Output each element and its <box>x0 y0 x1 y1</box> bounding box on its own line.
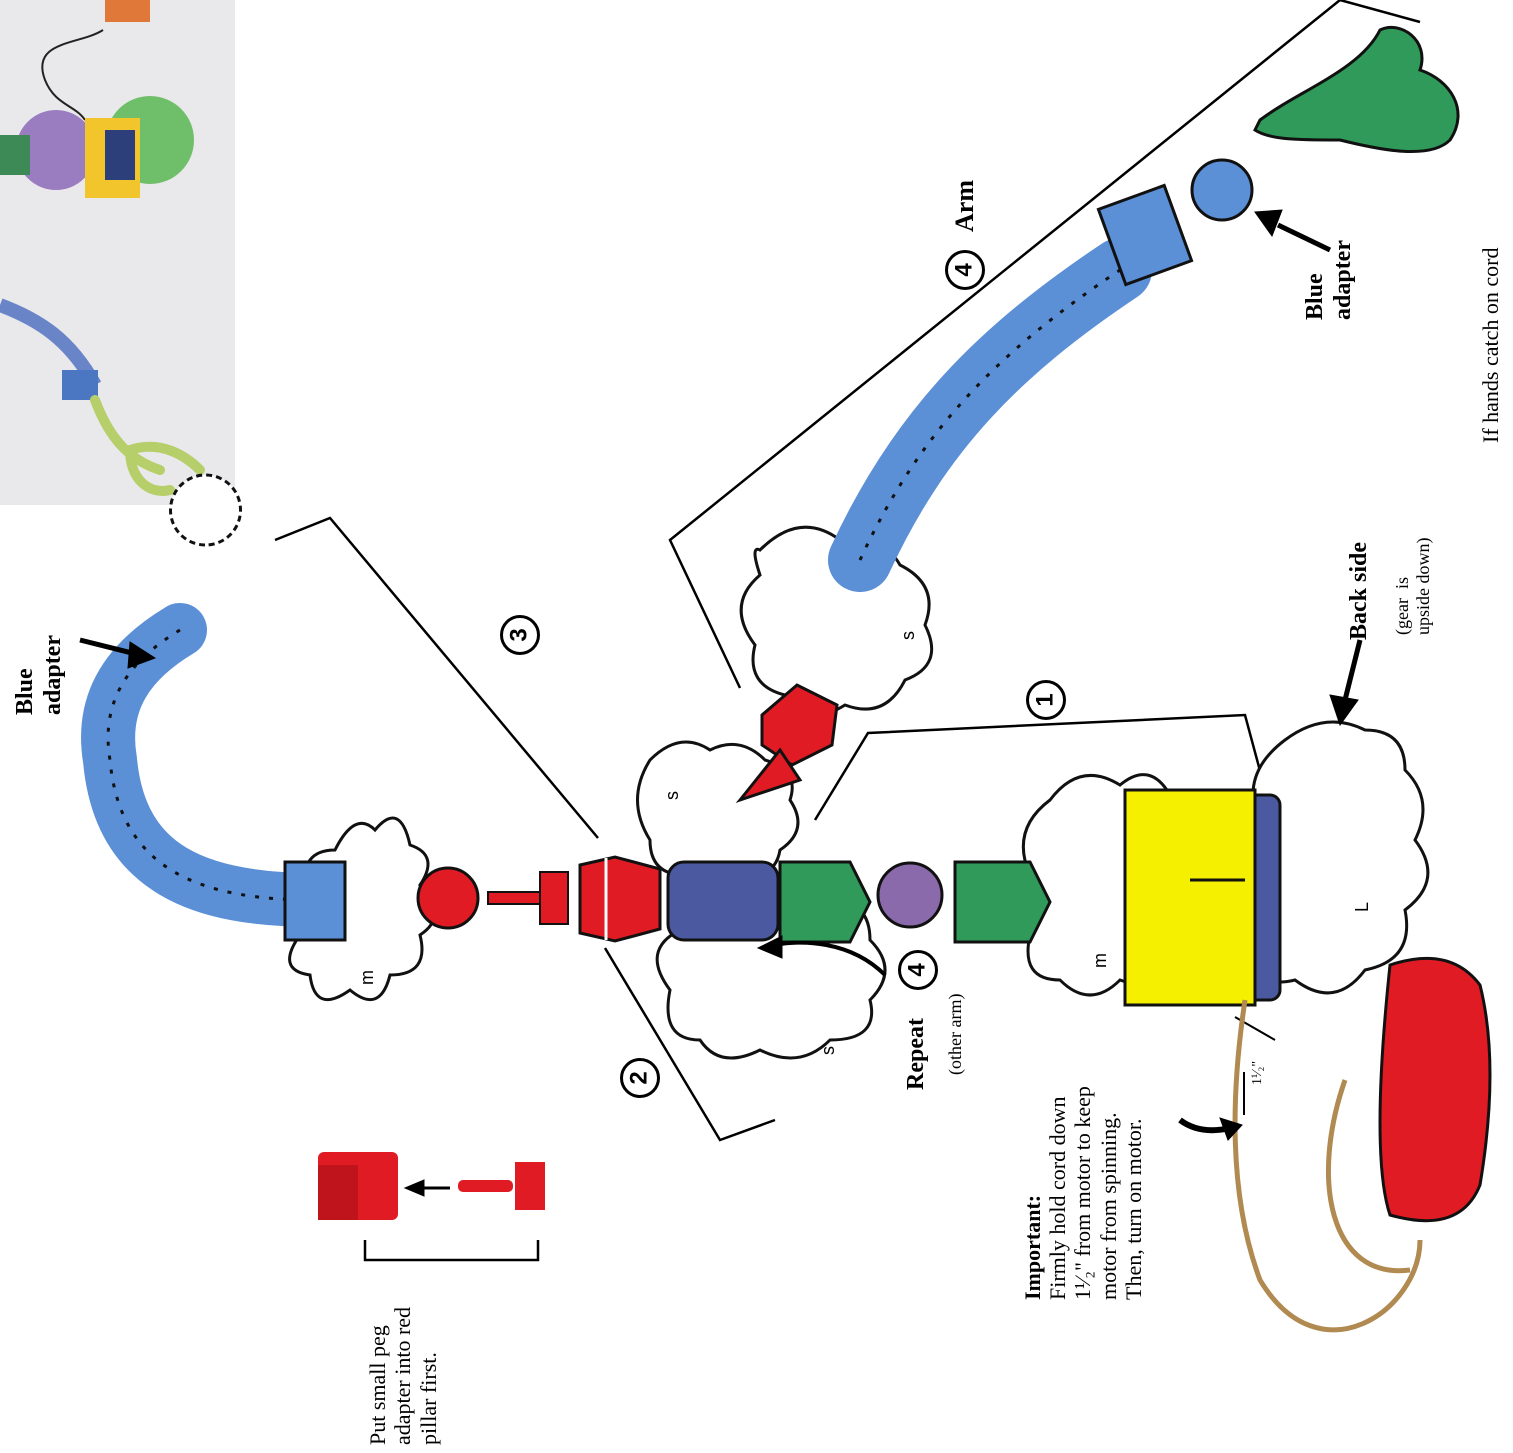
photo-inset <box>0 0 235 505</box>
step-1-badge: 1 <box>1026 680 1066 720</box>
half-inch-label: 1¹⁄₂" <box>1250 1061 1266 1085</box>
important-text: Firmly hold cord down 1¹⁄₂" from motor t… <box>1045 1086 1146 1300</box>
gear-label-s-c: s <box>898 631 919 640</box>
step-4-arm-badge: 4 <box>945 250 985 290</box>
important-title: Important: <box>1020 1195 1045 1300</box>
back-side-label: Back side <box>1346 542 1374 640</box>
gear-label-s-a: s <box>818 1046 839 1055</box>
blue-adapter-left-label: Blue adapter <box>12 635 67 715</box>
gear-label-m-left: m <box>357 970 378 985</box>
repeat-note: (other arm) <box>945 994 966 1075</box>
gear-label-s-b: s <box>662 791 683 800</box>
arm-label: Arm <box>950 180 980 232</box>
gear-label-m-right: m <box>1090 953 1111 968</box>
step-4-repeat-badge: 4 <box>898 950 938 990</box>
hands-note: If hands catch on cord <box>1478 248 1503 443</box>
step-2-badge: 2 <box>620 1058 660 1098</box>
blue-adapter-right-label: Blue adapter <box>1302 240 1357 320</box>
peg-pillar-illustration <box>318 1152 545 1220</box>
repeat-label: Repeat <box>903 1018 931 1090</box>
peg-note: Put small peg adapter into red pillar fi… <box>365 1307 441 1445</box>
back-side-note: (gear is upside down) <box>1392 538 1433 636</box>
step-3-badge: 3 <box>500 615 540 655</box>
gear-label-l: L <box>1352 902 1373 912</box>
